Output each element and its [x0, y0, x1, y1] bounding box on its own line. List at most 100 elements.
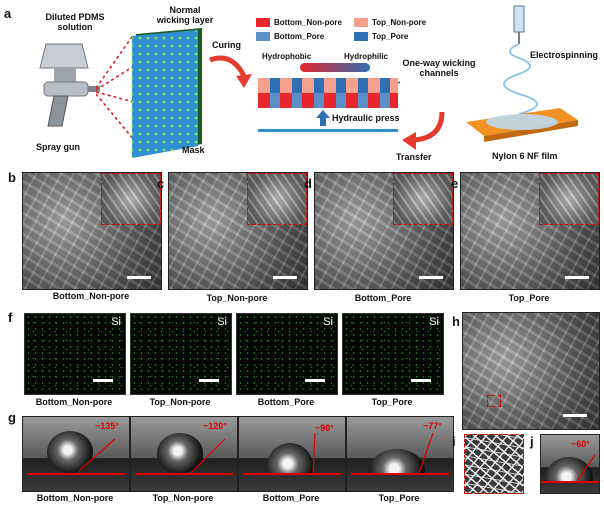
- legend-top-pore: Top_Pore: [372, 32, 409, 41]
- contact-angle-value-3: ~90°: [315, 423, 334, 433]
- legend-swatch-bottom-pore: [256, 32, 270, 41]
- panel-letter-e: e: [451, 176, 459, 191]
- sem-inset-c: [247, 173, 307, 225]
- hydraulic-press-label: Hydraulic press: [332, 113, 400, 123]
- panel-letter-j: j: [530, 434, 534, 449]
- legend-swatch-top-nonpore: [354, 18, 368, 27]
- mask-wicking-layer: [132, 28, 202, 158]
- bottom-layer: [258, 93, 398, 108]
- scale-bar: [127, 276, 151, 279]
- si-label: Si: [429, 316, 439, 328]
- legend-bottom-pore: Bottom_Pore: [274, 32, 325, 41]
- tangent-line: [190, 438, 226, 474]
- panel-letter-d: d: [304, 176, 312, 191]
- layered-bar: [258, 78, 398, 108]
- contact-angle-value-j: ~60°: [571, 439, 590, 449]
- curing-label: Curing: [212, 40, 241, 50]
- water-droplet: [267, 443, 313, 473]
- scale-bar: [305, 379, 325, 382]
- spray-gun-icon: [39, 43, 100, 127]
- sem-inset-d: [393, 173, 453, 225]
- scale-bar: [411, 379, 431, 382]
- scale-bar: [565, 276, 589, 279]
- water-droplet: [157, 433, 203, 473]
- transfer-arrow-icon: [402, 111, 445, 150]
- sem-caption-b: Bottom_Non-pore: [52, 291, 130, 301]
- panel-letter-h: h: [452, 314, 460, 329]
- contact-angle-image-4: ~77°: [346, 416, 454, 492]
- sem-image-d: [314, 172, 454, 290]
- contact-angle-image-3: ~90°: [238, 416, 346, 492]
- legend-top-nonpore: Top_Non-pore: [372, 18, 427, 27]
- tangent-line: [78, 438, 116, 472]
- scale-bar: [93, 379, 113, 382]
- nylon-film-label: Nylon 6 NF film: [492, 151, 558, 161]
- spray-lines: [96, 33, 135, 141]
- eds-caption-2: Top_Non-pore: [149, 397, 211, 407]
- baseline: [541, 481, 599, 483]
- eds-caption-3: Bottom_Pore: [257, 397, 315, 407]
- contact-angle-image-j: ~60°: [540, 434, 600, 494]
- eds-map-2: Si: [130, 313, 232, 395]
- eds-map-4: Si: [342, 313, 444, 395]
- sem-image-c: [168, 172, 308, 290]
- panel-letter-f: f: [8, 310, 13, 325]
- eds-map-1: Si: [24, 313, 126, 395]
- baseline: [135, 473, 233, 475]
- contact-angle-caption-3: Bottom_Pore: [262, 493, 320, 503]
- contact-angle-value-1: ~135°: [95, 421, 119, 431]
- contact-angle-caption-4: Top_Pore: [378, 493, 420, 503]
- transfer-label: Transfer: [396, 152, 432, 162]
- transfer-film-line: [258, 129, 398, 132]
- curing-arrow-icon: [209, 55, 252, 88]
- scale-bar: [563, 414, 587, 417]
- si-label: Si: [111, 316, 121, 328]
- hydrophobic-hydrophilic-gradient: [300, 63, 370, 72]
- scale-bar: [199, 379, 219, 382]
- hydrophilic-label: Hydrophilic: [344, 52, 389, 61]
- mask-label: Mask: [182, 145, 205, 155]
- baseline: [351, 473, 449, 475]
- sem-inset-b: [101, 173, 161, 225]
- eds-map-3: Si: [236, 313, 338, 395]
- sem-image-b: [22, 172, 162, 290]
- tangent-line: [312, 432, 316, 474]
- legend-swatch-bottom-nonpore: [256, 18, 270, 27]
- electrospinning-setup: [466, 5, 578, 142]
- panel-letter-c: c: [157, 176, 165, 191]
- tangent-line: [576, 454, 596, 482]
- contact-angle-image-2: ~120°: [130, 416, 238, 492]
- scale-bar: [419, 276, 443, 279]
- tangent-line: [418, 432, 434, 474]
- press-arrow-icon: [316, 110, 330, 126]
- legend-bottom-nonpore: Bottom_Non-pore: [274, 18, 342, 27]
- sem-inset-e: [539, 173, 599, 225]
- electrospinning-label: Electrospinning: [530, 50, 599, 60]
- diluted-pdms-label: Diluted PDMS solution: [45, 12, 105, 32]
- sem-caption-d: Bottom_Pore: [354, 293, 412, 303]
- baseline: [27, 473, 125, 475]
- eds-caption-1: Bottom_Non-pore: [35, 397, 113, 407]
- spray-gun-label: Spray gun: [36, 142, 81, 152]
- nanofiber-zoom-image: [464, 434, 524, 494]
- sem-image-h: [462, 312, 600, 430]
- si-label: Si: [217, 316, 227, 328]
- sem-caption-c: Top_Non-pore: [206, 293, 268, 303]
- contact-angle-value-4: ~77°: [423, 421, 442, 431]
- eds-caption-4: Top_Pore: [371, 397, 413, 407]
- top-layer: [258, 78, 398, 93]
- panel-letter-g: g: [8, 410, 16, 425]
- panel-letter-i: i: [452, 434, 456, 449]
- layer-legend: Bottom_Non-pore Top_Non-pore Bottom_Pore…: [256, 18, 426, 48]
- sem-image-e: [460, 172, 600, 290]
- contact-angle-caption-2: Top_Non-pore: [152, 493, 214, 503]
- legend-swatch-top-pore: [354, 32, 368, 41]
- contact-angle-image-1: ~135°: [22, 416, 130, 492]
- one-way-wicking-label: One-way wicking channels: [402, 58, 476, 78]
- baseline: [243, 473, 341, 475]
- hydrophobic-label: Hydrophobic: [262, 52, 312, 61]
- si-label: Si: [323, 316, 333, 328]
- contact-angle-value-2: ~120°: [203, 421, 227, 431]
- zoom-region-marker: [487, 395, 501, 407]
- sem-caption-e: Top_Pore: [508, 293, 550, 303]
